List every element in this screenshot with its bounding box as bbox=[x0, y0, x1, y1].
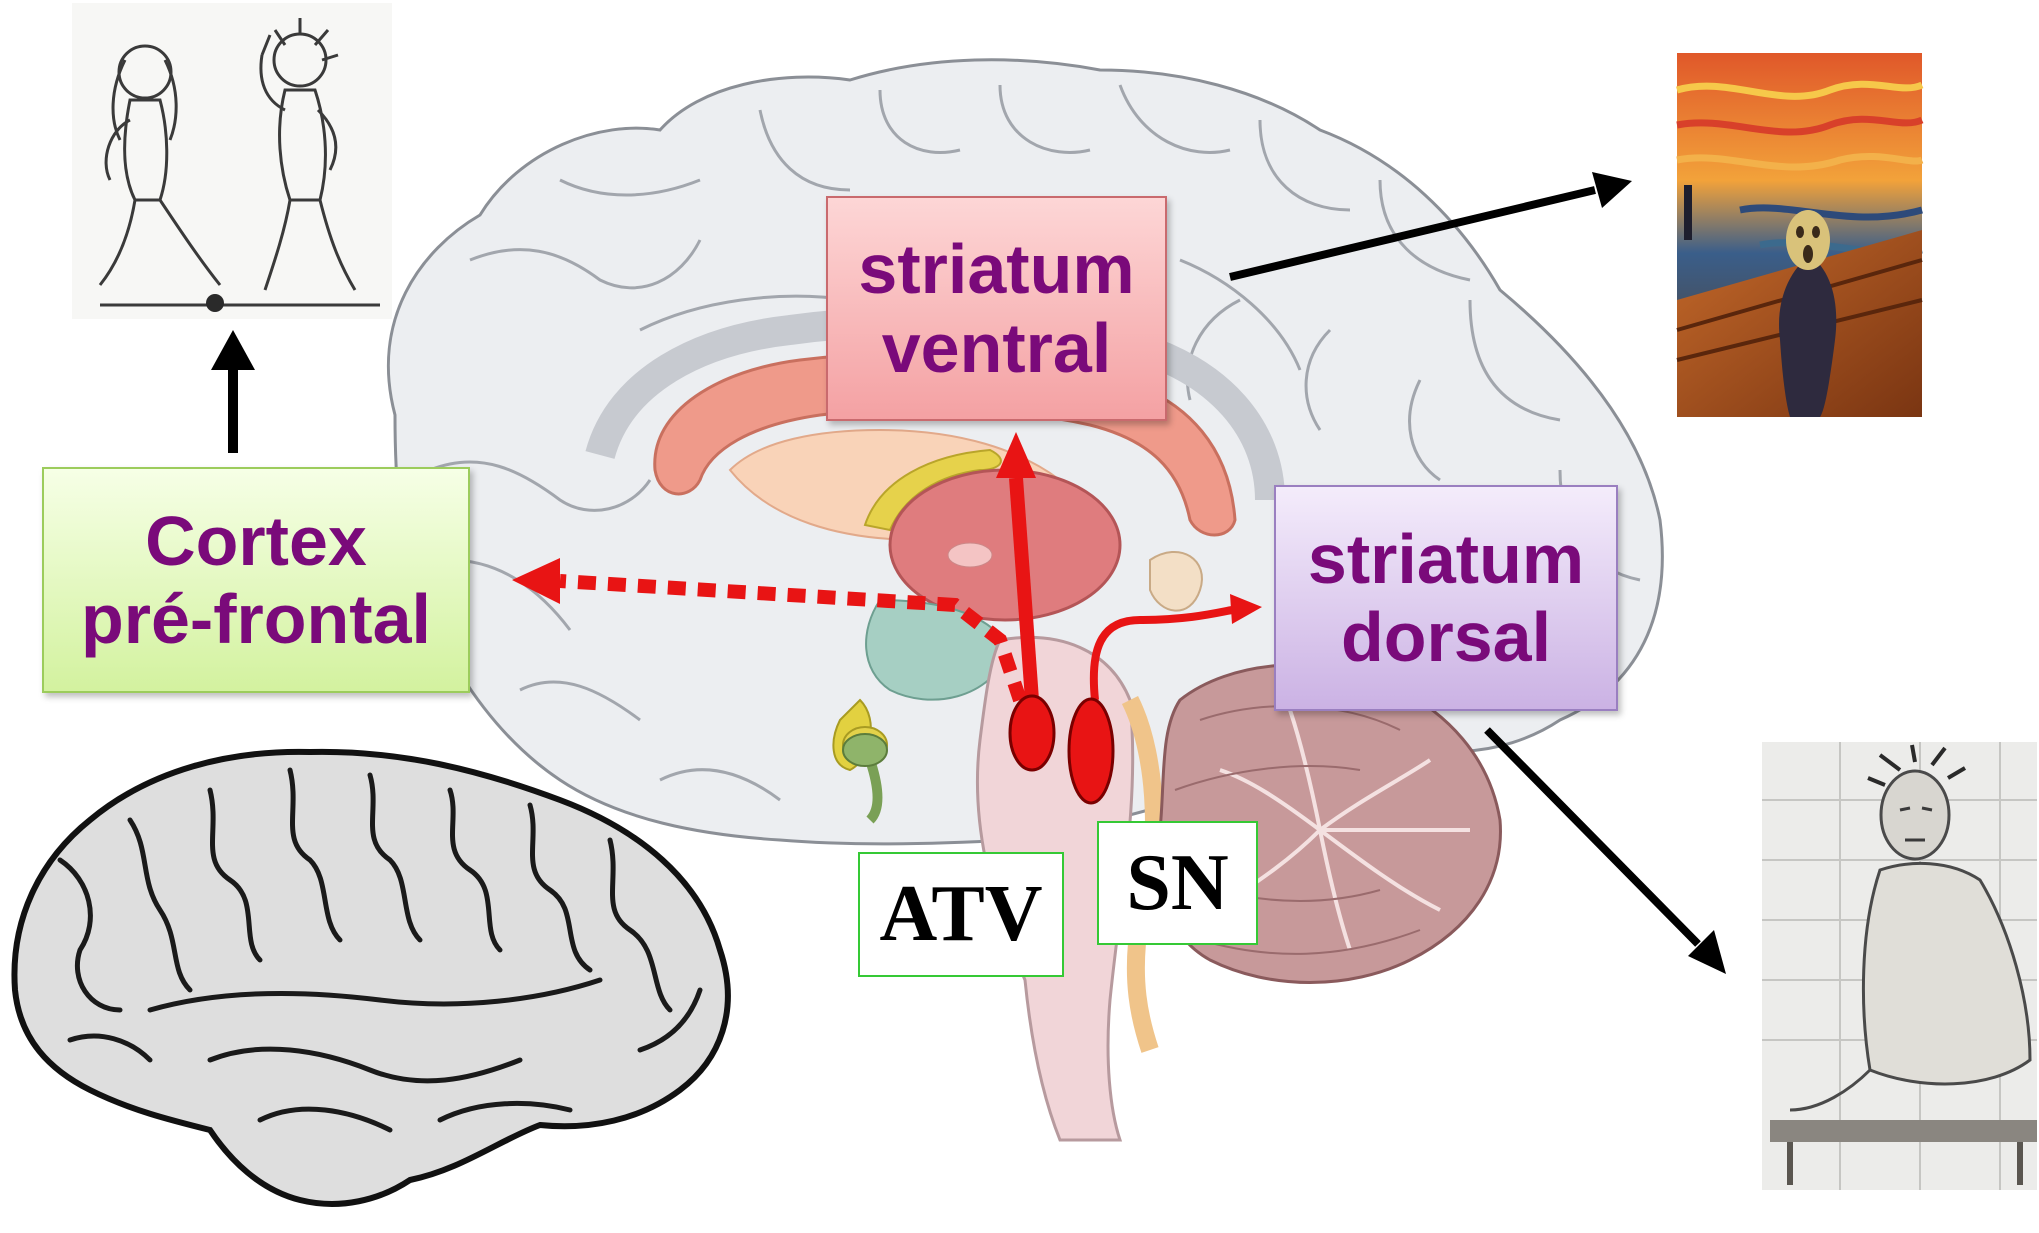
cortex-prefrontal-line2: pré-frontal bbox=[81, 580, 431, 658]
striatum-dorsal-label: striatum dorsal bbox=[1274, 485, 1618, 711]
sn-label: SN bbox=[1097, 821, 1258, 945]
melancholic-patient-sketch bbox=[1762, 742, 2037, 1190]
striatum-ventral-line2: ventral bbox=[882, 309, 1112, 387]
cortex-prefrontal-line1: Cortex bbox=[145, 502, 367, 580]
sn-nucleus bbox=[1069, 699, 1113, 803]
striatum-ventral-line1: striatum bbox=[858, 230, 1134, 308]
striatum-ventral-label: striatum ventral bbox=[826, 196, 1167, 421]
striatum-dorsal-line1: striatum bbox=[1308, 520, 1584, 598]
atv-label: ATV bbox=[858, 852, 1064, 977]
pinel-lunatics-sketch bbox=[72, 3, 392, 319]
the-scream-painting bbox=[1677, 53, 1922, 417]
striatum-dorsal-line2: dorsal bbox=[1341, 598, 1551, 676]
lateral-brain-sketch bbox=[14, 752, 727, 1204]
atv-nucleus bbox=[1010, 696, 1054, 770]
cortex-prefrontal-label: Cortex pré-frontal bbox=[42, 467, 470, 693]
